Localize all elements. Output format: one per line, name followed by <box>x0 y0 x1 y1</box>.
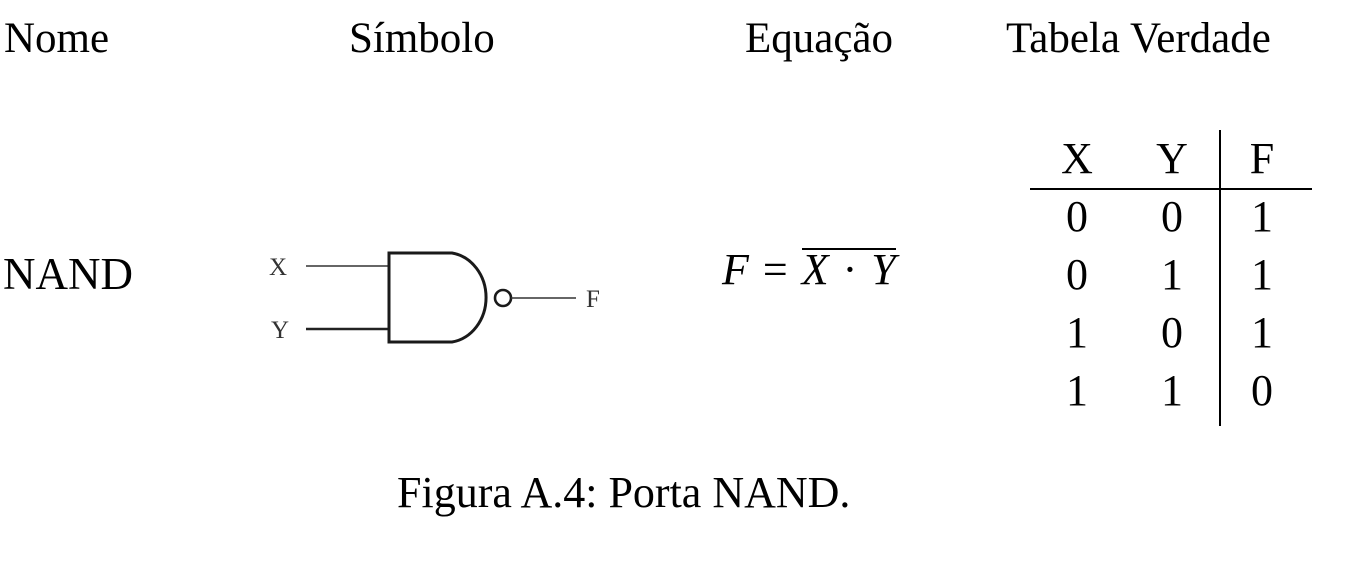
table-cell: 1 <box>1161 366 1183 415</box>
table-header-f: F <box>1249 134 1275 183</box>
table-cell: 0 <box>1161 192 1183 241</box>
equation-term-x: X <box>801 245 829 294</box>
negation-overline: X · Y <box>801 248 896 292</box>
equation-term-y: Y <box>871 245 896 294</box>
table-cell: 1 <box>1161 250 1183 299</box>
figure-caption: Figura A.4: Porta NAND. <box>397 468 851 517</box>
equals-sign: = <box>762 245 788 294</box>
table-cell: 0 <box>1251 366 1273 415</box>
inversion-bubble <box>493 288 513 308</box>
table-cell: 1 <box>1251 192 1273 241</box>
table-cell: 0 <box>1066 250 1088 299</box>
and-body-shape <box>387 251 488 344</box>
and-operator: · <box>842 245 858 294</box>
equation-lhs: F <box>722 245 749 294</box>
table-header-rule <box>1030 188 1312 190</box>
header-name: Nome <box>4 15 110 62</box>
table-cell: 1 <box>1251 250 1273 299</box>
table-cell: 0 <box>1161 308 1183 357</box>
input-label-x: X <box>269 254 287 281</box>
table-cell: 0 <box>1066 192 1088 241</box>
input-label-y: Y <box>271 317 289 344</box>
gate-name: NAND <box>3 249 133 299</box>
header-truth-table: Tabela Verdade <box>1006 15 1271 62</box>
table-cell: 1 <box>1066 308 1088 357</box>
header-equation: Equação <box>745 15 894 62</box>
nand-gate-icon: X Y F <box>269 251 600 344</box>
header-symbol: Símbolo <box>349 15 495 62</box>
table-vertical-rule <box>1219 130 1221 426</box>
truth-table: X Y F 0 0 1 0 1 1 1 0 1 1 1 0 <box>1030 130 1312 426</box>
table-header-x: X <box>1061 134 1093 183</box>
table-cell: 1 <box>1066 366 1088 415</box>
table-header-y: Y <box>1156 134 1188 183</box>
output-label-f: F <box>586 286 600 313</box>
boolean-equation: F = X · Y <box>722 245 896 295</box>
table-cell: 1 <box>1251 308 1273 357</box>
